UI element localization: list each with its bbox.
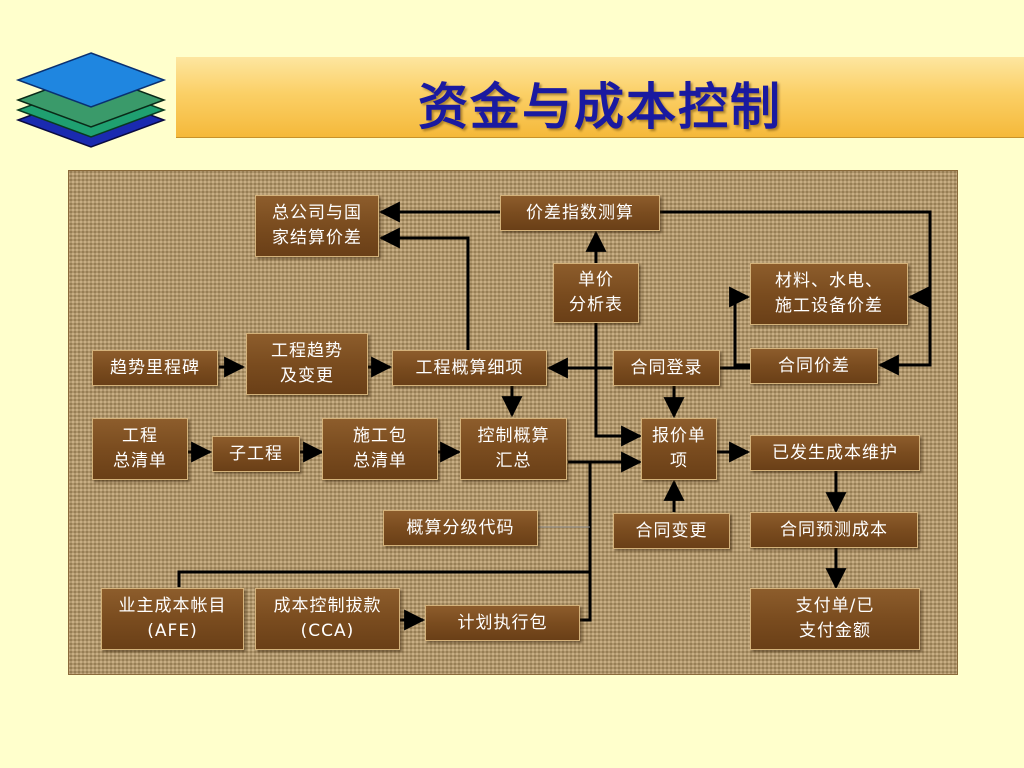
title-bar: 资金与成本控制	[176, 57, 1024, 137]
box-incurred-cost-maintenance: 已发生成本维护	[750, 435, 920, 471]
box-plan-execution-package: 计划执行包	[425, 605, 580, 641]
box-quote-item: 报价单 项	[641, 418, 717, 480]
box-line: 子工程	[229, 443, 283, 464]
box-contract-register: 合同登录	[613, 350, 720, 386]
box-unit-price-analysis: 单价 分析表	[553, 263, 639, 323]
box-line: 家结算价差	[272, 228, 362, 248]
box-line: 项	[670, 451, 688, 471]
box-line: 工程趋势	[271, 341, 343, 361]
box-payment: 支付单/已 支付金额	[750, 588, 920, 650]
box-owner-cost-account: 业主成本帐目 (AFE)	[101, 588, 244, 650]
box-trend-milestone: 趋势里程碑	[92, 350, 218, 386]
box-trend-changes: 工程趋势 及变更	[246, 333, 368, 395]
box-line: 及变更	[280, 366, 334, 386]
box-line: 工程	[122, 426, 158, 446]
slide-title: 资金与成本控制	[418, 78, 782, 136]
box-material-price-diff: 材料、水电、 施工设备价差	[750, 263, 908, 325]
box-contract-change: 合同变更	[613, 513, 730, 549]
box-line: 支付金额	[799, 621, 871, 641]
box-line: (AFE)	[147, 621, 198, 641]
box-line: 施工设备价差	[775, 296, 883, 316]
box-line: 施工包	[353, 426, 407, 446]
box-price-index-calc: 价差指数测算	[500, 195, 660, 231]
box-line: 趋势里程碑	[110, 357, 200, 378]
box-line: 工程概算细项	[415, 357, 524, 378]
stacked-layers-logo	[15, 52, 167, 148]
box-line: 业主成本帐目	[118, 596, 227, 616]
box-parent-company-settlement: 总公司与国 家结算价差	[255, 195, 379, 257]
box-line: 报价单	[652, 426, 706, 446]
box-line: 概算分级代码	[406, 517, 515, 538]
box-line: 控制概算	[477, 426, 550, 446]
box-estimate-level-code: 概算分级代码	[383, 510, 538, 546]
box-line: (CCA)	[300, 621, 355, 641]
box-line: 总公司与国	[272, 203, 362, 223]
box-work-package-list: 施工包 总清单	[322, 418, 438, 480]
box-line: 支付单/已	[795, 596, 875, 616]
box-line: 合同价差	[778, 355, 850, 376]
box-line: 材料、水电、	[775, 271, 883, 291]
box-line: 总清单	[113, 451, 167, 471]
box-cost-control-allocation: 成本控制拔款 (CCA)	[255, 588, 400, 650]
box-line: 价差指数测算	[526, 202, 634, 223]
box-line: 汇总	[495, 451, 532, 471]
box-estimate-items: 工程概算细项	[392, 350, 547, 386]
box-line: 计划执行包	[457, 612, 548, 633]
box-contract-price-diff: 合同价差	[750, 348, 878, 384]
box-line: 总清单	[353, 451, 407, 471]
box-line: 已发生成本维护	[772, 442, 898, 463]
box-line: 合同预测成本	[780, 519, 888, 540]
box-line: 分析表	[569, 295, 623, 315]
box-contract-forecast-cost: 合同预测成本	[750, 512, 918, 548]
box-line: 单价	[578, 270, 614, 290]
box-project-master-list: 工程 总清单	[92, 418, 188, 480]
box-subproject: 子工程	[212, 436, 300, 472]
box-line: 合同登录	[630, 357, 703, 378]
box-control-estimate-summary: 控制概算 汇总	[460, 418, 567, 480]
box-line: 合同变更	[635, 520, 708, 541]
box-line: 成本控制拔款	[273, 596, 382, 616]
